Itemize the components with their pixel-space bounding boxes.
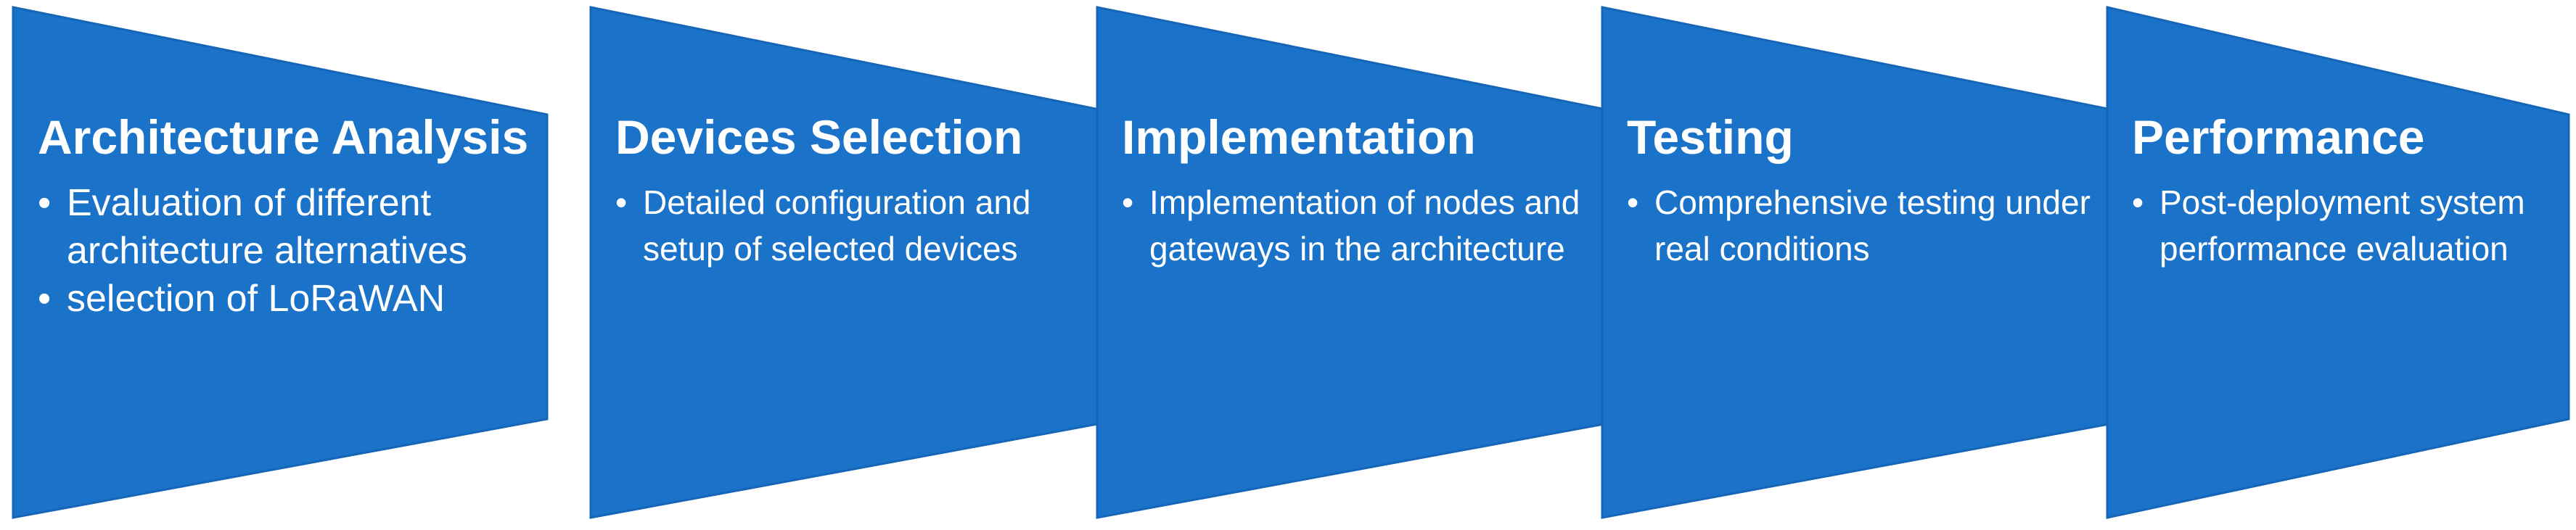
- step-bullet: • Comprehensive testing under real condit…: [1627, 179, 2128, 272]
- bullet-dot-icon: •: [615, 183, 628, 221]
- step-bullet-list: • Implementation of nodes and gateways in…: [1122, 179, 1623, 272]
- bullet-text: Evaluation of different architecture alt…: [67, 182, 468, 272]
- step-bullet: • Post-deployment system performance eval…: [2132, 179, 2567, 272]
- step-title: Architecture Analysis: [38, 110, 529, 164]
- bullet-text: Implementation of nodes and gateways in …: [1149, 183, 1580, 268]
- bullet-dot-icon: •: [38, 278, 52, 320]
- step-bullet-list: • Comprehensive testing under real condit…: [1627, 179, 2128, 272]
- bullet-text: Detailed configuration and setup of sele…: [643, 183, 1031, 268]
- bullet-text: Post-deployment system performance evalu…: [2159, 183, 2525, 268]
- step-bullet: • Evaluation of different architecture al…: [38, 179, 538, 275]
- step-bullet-list: • Evaluation of different architecture al…: [38, 179, 538, 323]
- bullet-dot-icon: •: [38, 182, 52, 224]
- step-performance: Performance • Post-deployment system perf…: [2103, 0, 2576, 530]
- step-title: Implementation: [1122, 110, 1476, 164]
- step-shape: [2106, 6, 2570, 519]
- step-bullet: • Detailed configuration and setup of sel…: [615, 179, 1116, 272]
- step-devices-selection: Devices Selection • Detailed configuratio…: [586, 0, 1152, 530]
- step-bullet-list: • Detailed configuration and setup of sel…: [615, 179, 1116, 272]
- step-title: Devices Selection: [615, 110, 1023, 164]
- step-shape: [12, 6, 549, 519]
- step-title: Testing: [1627, 110, 1794, 164]
- bullet-dot-icon: •: [1122, 183, 1134, 221]
- bullet-dot-icon: •: [1627, 183, 1639, 221]
- step-testing: Testing • Comprehensive testing under rea…: [1598, 0, 2164, 530]
- step-bullet: • selection of LoRaWAN: [38, 275, 538, 323]
- step-architecture-analysis: Architecture Analysis • Evaluation of dif…: [9, 0, 575, 530]
- step-title: Performance: [2132, 110, 2425, 164]
- step-bullet-list: • Post-deployment system performance eval…: [2132, 179, 2567, 272]
- bullet-dot-icon: •: [2132, 183, 2144, 221]
- step-bullet: • Implementation of nodes and gateways in…: [1122, 179, 1623, 272]
- bullet-text: Comprehensive testing under real conditi…: [1654, 183, 2091, 268]
- bullet-text: selection of LoRaWAN: [67, 278, 446, 320]
- step-implementation: Implementation • Implementation of nodes …: [1093, 0, 1659, 530]
